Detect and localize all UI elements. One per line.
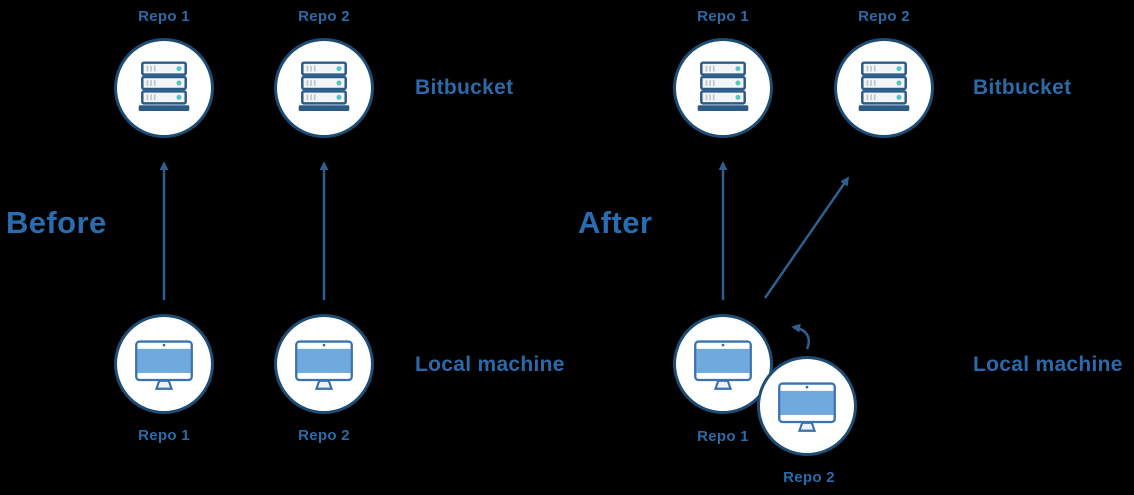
before-platform-label: Bitbucket [415, 76, 514, 99]
after-remote-repo2-label: Repo 2 [858, 8, 910, 25]
after-remote-repo2-node [834, 38, 934, 138]
merge-curved-arrow [791, 323, 810, 350]
server-rack-icon [858, 61, 910, 112]
imac-monitor-icon [295, 340, 353, 390]
before-machine-label: Local machine [415, 353, 565, 376]
before-remote-repo2-node [274, 38, 374, 138]
after-local-repo1-node [673, 314, 773, 414]
after-machine-label: Local machine [973, 353, 1123, 376]
before-local-repo2-label: Repo 2 [298, 427, 350, 444]
after-heading: After [578, 205, 653, 240]
before-remote-repo1-node [114, 38, 214, 138]
imac-monitor-icon [778, 382, 836, 432]
server-rack-icon [298, 61, 350, 112]
before-heading: Before [6, 205, 107, 240]
before-local-repo1-node [114, 314, 214, 414]
after-local-repo1-label: Repo 1 [697, 428, 749, 445]
before-local-repo2-node [274, 314, 374, 414]
before-remote-repo1-label: Repo 1 [138, 8, 190, 25]
after-remote-repo1-node [673, 38, 773, 138]
after-local-repo2-label: Repo 2 [783, 469, 835, 486]
after-remote-repo1-label: Repo 1 [697, 8, 749, 25]
after-push-arrow-repo2 [763, 176, 850, 299]
after-local-repo2-node [757, 356, 857, 456]
imac-monitor-icon [694, 340, 752, 390]
server-rack-icon [138, 61, 190, 112]
before-local-repo1-label: Repo 1 [138, 427, 190, 444]
server-rack-icon [697, 61, 749, 112]
imac-monitor-icon [135, 340, 193, 390]
after-platform-label: Bitbucket [973, 76, 1072, 99]
before-remote-repo2-label: Repo 2 [298, 8, 350, 25]
